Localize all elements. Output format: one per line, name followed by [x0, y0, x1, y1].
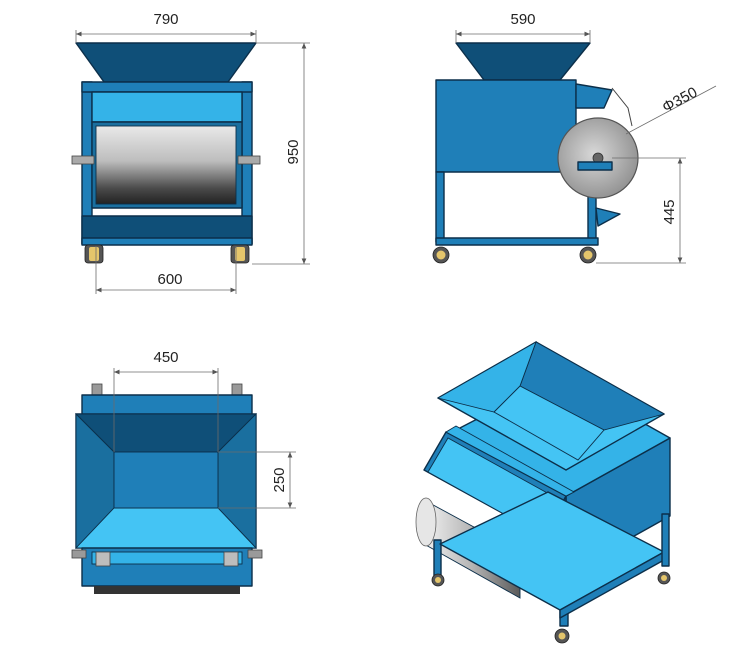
dim-side-width: 590 [510, 11, 535, 28]
side-main-body [435, 79, 577, 173]
dim-side-roller-height: 445 [661, 199, 678, 224]
front-bottom-beam [81, 237, 253, 246]
front-roller [95, 125, 237, 205]
caster-wheel-icon [554, 628, 570, 644]
top-left-bearing [95, 551, 111, 567]
top-right-bearing [223, 551, 239, 567]
side-bearing-arm [577, 161, 613, 171]
top-back-rail [81, 394, 253, 416]
top-right-side-axle [247, 549, 263, 559]
top-roller-base [94, 586, 240, 594]
side-bottom-rail [435, 237, 599, 246]
side-chute-curve [611, 87, 633, 127]
top-view: 450 250 [71, 349, 296, 594]
side-hopper [455, 42, 591, 81]
dim-front-width: 790 [153, 11, 178, 28]
top-left-axle-stub [91, 383, 103, 397]
front-upper-cover [91, 91, 243, 123]
front-right-axle [237, 155, 261, 165]
top-hopper-opening [113, 451, 219, 509]
iso-right-back-post [661, 513, 670, 567]
iso-door-top [445, 425, 575, 497]
top-right-axle-stub [231, 383, 243, 397]
dim-side-roller-diameter: Φ350 [660, 84, 701, 116]
side-front-leg [435, 171, 445, 243]
caster-wheel-icon [84, 244, 104, 264]
dim-front-roller-width: 600 [157, 271, 182, 288]
iso-hopper-inner-left [436, 341, 537, 413]
front-top-beam [81, 81, 253, 93]
caster-wheel-icon [657, 571, 671, 585]
dim-top-opening-width: 450 [153, 349, 178, 366]
top-left-side-axle [71, 549, 87, 559]
top-front-cover [91, 551, 243, 565]
caster-wheel-icon [579, 246, 597, 264]
iso-roller-left-end [415, 497, 437, 547]
front-hopper [75, 42, 257, 83]
dim-top-opening-depth: 250 [271, 467, 288, 492]
front-view: 790 950 600 [71, 11, 310, 294]
iso-back-post [433, 539, 442, 579]
dim-front-height: 950 [285, 139, 302, 164]
caster-wheel-icon [431, 573, 445, 587]
caster-wheel-icon [432, 246, 450, 264]
isometric-view [415, 341, 671, 644]
caster-wheel-icon [230, 244, 250, 264]
front-left-axle [71, 155, 95, 165]
side-scraper [595, 207, 621, 227]
side-view: 590 Φ350 445 [432, 11, 717, 264]
side-feed-chute [575, 83, 613, 109]
